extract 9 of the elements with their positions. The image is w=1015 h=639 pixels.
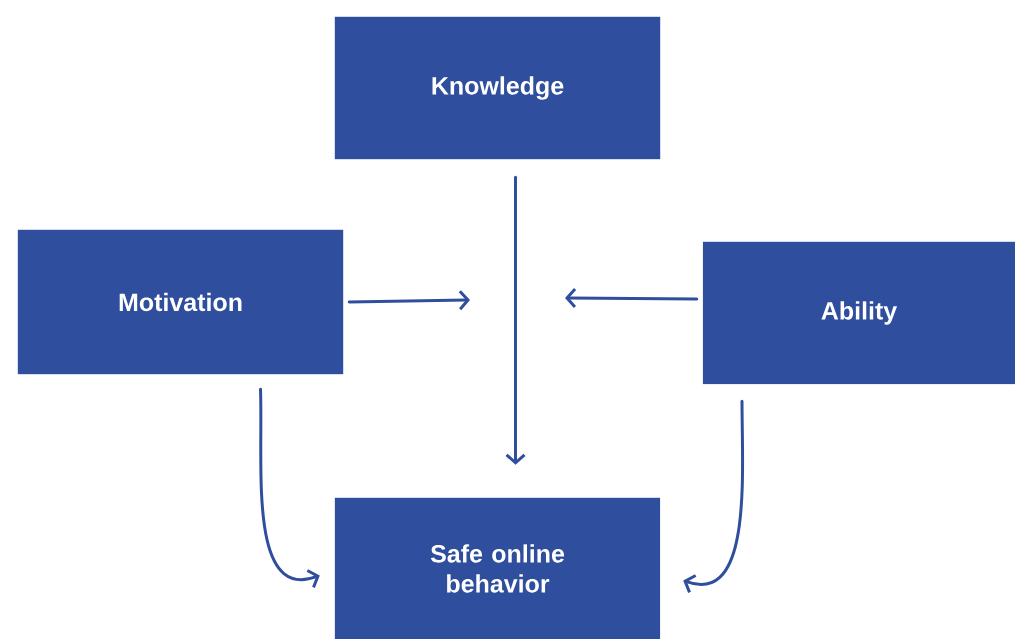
arrow	[505, 175, 526, 465]
process-box: Motivation	[17, 229, 344, 375]
arrow	[683, 399, 745, 593]
process-box: Knowledge	[334, 16, 661, 160]
arrow	[259, 387, 320, 588]
process-box: Safe online behavior	[334, 497, 661, 639]
process-box: Ability	[702, 241, 1015, 385]
arrow	[565, 288, 699, 309]
arrow	[347, 290, 470, 311]
